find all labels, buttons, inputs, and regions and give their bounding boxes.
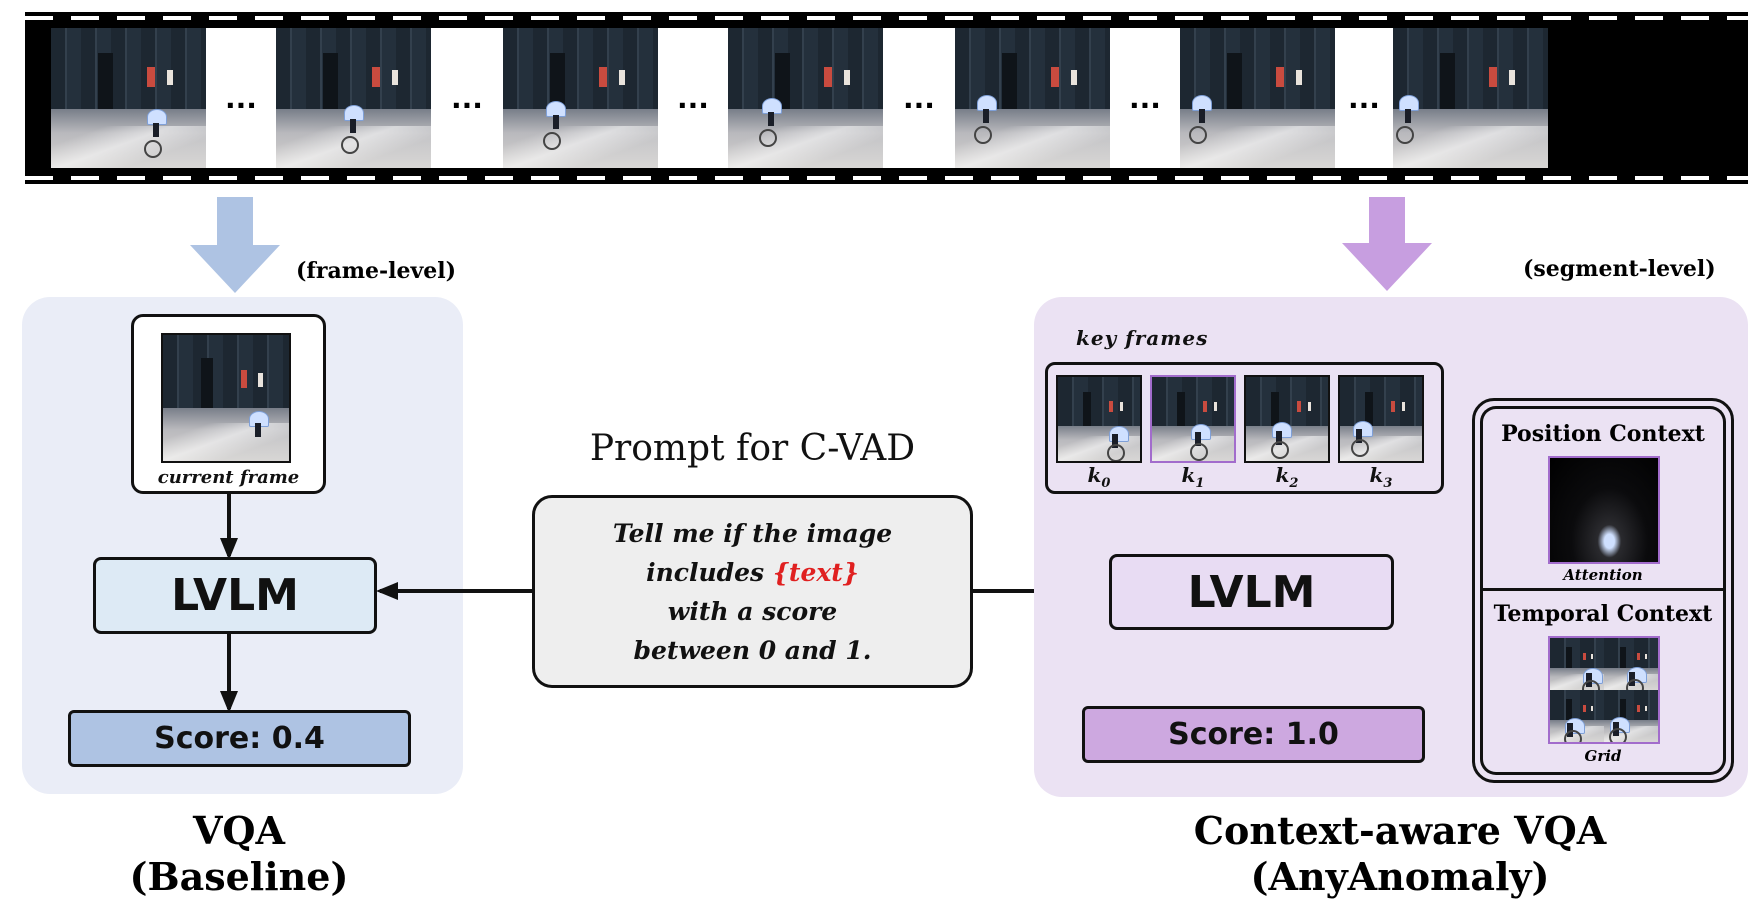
prompt-line-4: between 0 and 1. [633, 635, 872, 665]
street-scene-image [728, 28, 883, 168]
anyanomaly-title-line1: Context-aware VQA [1193, 808, 1607, 853]
street-scene-image [503, 28, 658, 168]
grid-cell-image [1604, 690, 1658, 742]
baseline-title-line2: (Baseline) [129, 854, 349, 899]
segment-level-label: (segment-level) [1523, 256, 1716, 282]
baseline-score-box: Score: 0.4 [68, 710, 411, 767]
street-scene-image [1550, 690, 1604, 742]
prompt-text-placeholder: {text} [772, 557, 859, 587]
film-ellipsis: ... [883, 28, 955, 168]
anyanomaly-title: Context-aware VQA (AnyAnomaly) [1150, 808, 1650, 900]
key-frame-image [1056, 375, 1142, 463]
prompt-box: Tell me if the image includes {text} wit… [532, 495, 973, 688]
key-frame-label: k0 [1087, 463, 1111, 491]
baseline-lvlm-box: LVLM [93, 557, 377, 634]
sprocket-holes-bottom [25, 176, 1748, 180]
key-frames-label: key frames [1076, 326, 1209, 350]
street-scene-image [955, 28, 1110, 168]
grid-cell-image [1604, 638, 1658, 690]
film-ellipsis: ... [658, 28, 728, 168]
context-container [1472, 398, 1734, 783]
context-divider [1480, 588, 1726, 591]
key-frames-box: k0 k1 k2 k3 [1045, 362, 1444, 494]
prompt-line-2-text: includes [646, 557, 773, 587]
street-scene-image [1340, 377, 1422, 461]
video-film-strip: .................. [25, 12, 1748, 184]
street-scene-image [1604, 690, 1658, 742]
prompt-title: Prompt for C-VAD [589, 428, 916, 469]
street-scene-image [1246, 377, 1328, 461]
street-scene-image [51, 28, 206, 168]
film-ellipsis: ... [1335, 28, 1393, 168]
grid-image [1548, 636, 1660, 744]
film-frame [1393, 28, 1548, 168]
frame-level-down-arrow [190, 197, 280, 293]
key-frame-image [1150, 375, 1236, 463]
film-frame [728, 28, 883, 168]
film-frame [51, 28, 206, 168]
street-scene-image [1550, 638, 1604, 690]
street-scene-image [163, 335, 289, 461]
position-context-box: Position Context Attention [1480, 406, 1726, 588]
grid-label: Grid [1584, 747, 1622, 765]
film-ellipsis: ... [206, 28, 276, 168]
key-frame-image [1338, 375, 1424, 463]
key-frame-label: k2 [1275, 463, 1299, 491]
attention-map-image [1548, 456, 1660, 564]
baseline-title-line1: VQA [192, 808, 286, 853]
attention-label: Attention [1563, 566, 1643, 584]
prompt-line-1: Tell me if the image [612, 518, 893, 548]
film-ellipsis: ... [431, 28, 503, 168]
temporal-context-label: Temporal Context [1493, 601, 1713, 627]
position-context-label: Position Context [1501, 421, 1705, 447]
film-frame [955, 28, 1110, 168]
anyanomaly-lvlm-box: LVLM [1109, 554, 1394, 630]
film-frame [276, 28, 431, 168]
street-scene-image [1180, 28, 1335, 168]
street-scene-image [1058, 377, 1140, 461]
segment-level-down-arrow [1342, 197, 1432, 291]
street-scene-image [1152, 377, 1234, 461]
grid-cell-image [1550, 638, 1604, 690]
key-frame-image [1244, 375, 1330, 463]
current-frame-card: current frame [131, 314, 326, 494]
anyanomaly-score-box: Score: 1.0 [1082, 706, 1425, 763]
street-scene-image [1604, 638, 1658, 690]
frame-level-label: (frame-level) [296, 258, 457, 284]
key-frame-label: k3 [1369, 463, 1393, 491]
key-frame-label: k1 [1181, 463, 1205, 491]
film-frame [1180, 28, 1335, 168]
current-frame-image [161, 333, 291, 463]
film-ellipsis: ... [1110, 28, 1180, 168]
street-scene-image [276, 28, 431, 168]
grid-cell-image [1550, 690, 1604, 742]
temporal-context-box: Temporal Context Grid [1480, 591, 1726, 775]
film-frame [503, 28, 658, 168]
current-frame-label: current frame [157, 467, 300, 488]
street-scene-image [1393, 28, 1548, 168]
anyanomaly-title-line2: (AnyAnomaly) [1250, 854, 1550, 899]
prompt-line-3: with a score [667, 596, 838, 626]
sprocket-holes-top [25, 16, 1748, 20]
prompt-line-2: includes {text} [646, 553, 859, 592]
baseline-title: VQA (Baseline) [0, 808, 478, 900]
